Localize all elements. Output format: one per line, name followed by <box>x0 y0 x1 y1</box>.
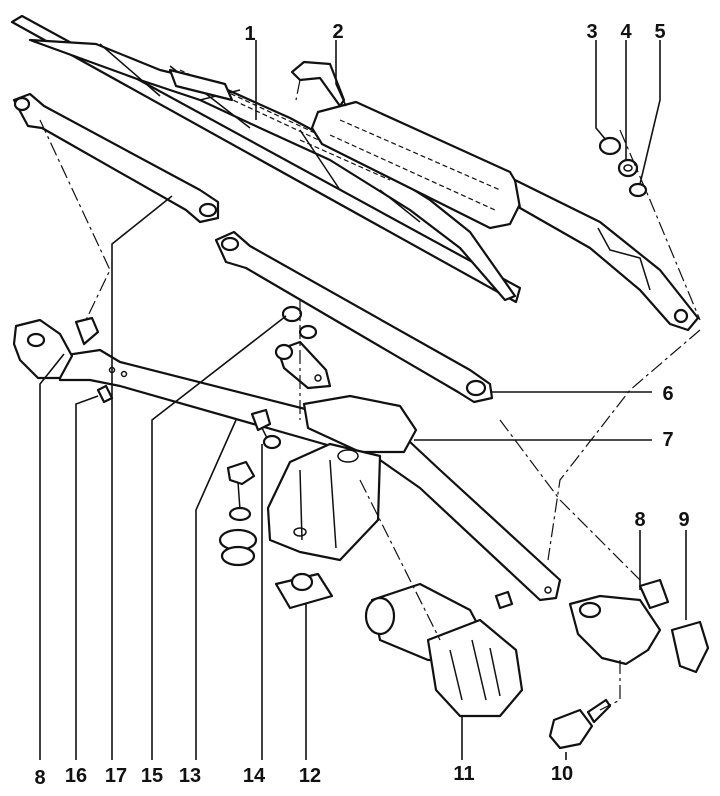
motor-bracket <box>266 394 418 562</box>
callout-13: 13 <box>179 765 201 787</box>
callout-6: 6 <box>662 383 673 405</box>
nut-washer-stack <box>598 136 648 198</box>
callout-2: 2 <box>332 21 343 43</box>
callout-leaders <box>39 40 687 760</box>
callout-labels: 1 2 3 4 5 6 7 8 9 10 11 12 13 14 15 16 1… <box>34 21 689 789</box>
upper-link-rod <box>12 92 220 224</box>
callout-4: 4 <box>620 21 632 43</box>
callout-16: 16 <box>65 765 87 787</box>
callout-10: 10 <box>551 763 573 785</box>
left-pivot-bearing <box>12 316 100 380</box>
callout-12: 12 <box>299 765 321 787</box>
callout-5: 5 <box>654 21 665 43</box>
callout-15: 15 <box>141 765 163 787</box>
small-pin <box>96 384 114 404</box>
callout-17: 17 <box>105 765 127 787</box>
callout-1: 1 <box>244 23 255 45</box>
drive-link-rod <box>214 230 494 404</box>
callout-8-right: 8 <box>634 509 645 531</box>
mounting-screw <box>548 698 612 750</box>
callout-3: 3 <box>586 21 597 43</box>
wiper-motor <box>364 582 524 718</box>
callout-11: 11 <box>453 763 474 785</box>
callout-8-left: 8 <box>34 767 45 789</box>
callout-9: 9 <box>678 509 689 531</box>
rubber-spacer <box>274 572 334 610</box>
wiper-arm <box>290 60 700 332</box>
bolt-and-bushings <box>218 305 332 567</box>
assembly-centerlines <box>39 79 701 711</box>
wiper-blade <box>10 14 522 304</box>
right-pivot-bearing <box>568 578 710 674</box>
callout-7: 7 <box>662 429 673 451</box>
callout-14: 14 <box>243 765 266 787</box>
